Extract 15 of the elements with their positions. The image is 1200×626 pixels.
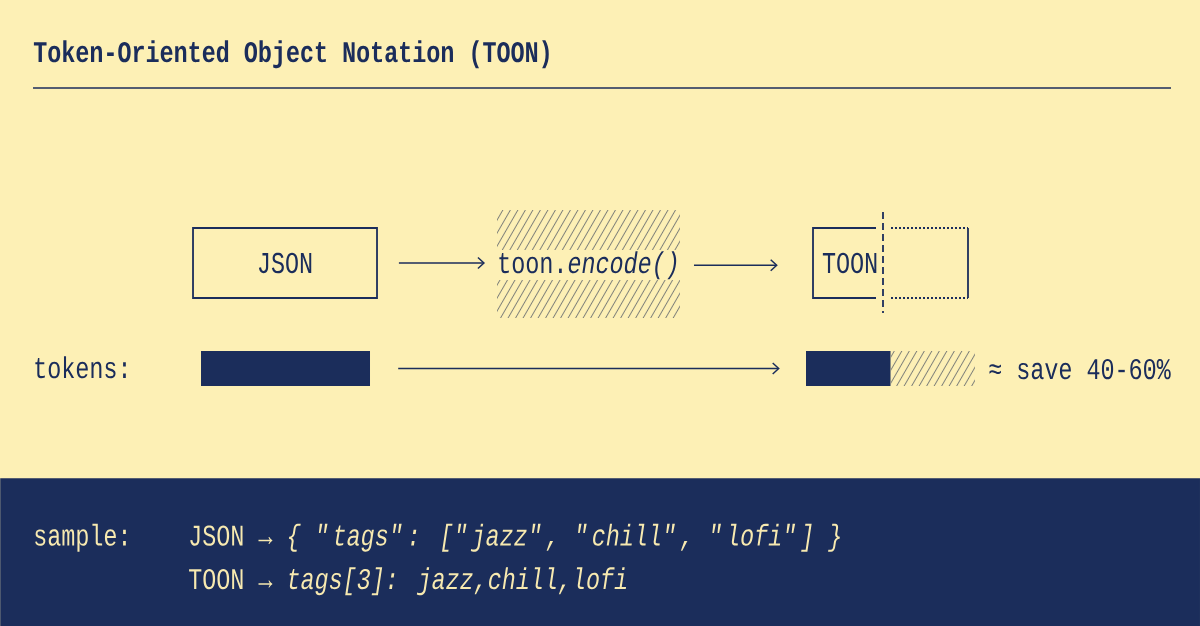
hatched-code-block: toon.encode() — [497, 210, 680, 318]
token-bar — [201, 351, 370, 386]
split-box: TOON — [812, 211, 969, 314]
code-line: TOON → tags[3]: jazz,chill,lofi — [189, 567, 627, 596]
node-label: toon.encode() — [499, 251, 677, 280]
token-bar — [806, 351, 975, 386]
arrow — [398, 256, 486, 270]
arrow — [693, 259, 778, 272]
code-line: JSON → { "tags": ["jazz", "chill", "lofi"] } — [190, 523, 840, 552]
arrow — [397, 362, 780, 375]
format-box: JSON — [192, 227, 378, 299]
row-label: tokens: — [35, 356, 126, 379]
savings-note: ≈ save 40-60% — [989, 358, 1171, 380]
title: Token-Oriented Object Notation (TOON) — [33, 40, 549, 69]
sample-label: sample: — [35, 523, 126, 552]
